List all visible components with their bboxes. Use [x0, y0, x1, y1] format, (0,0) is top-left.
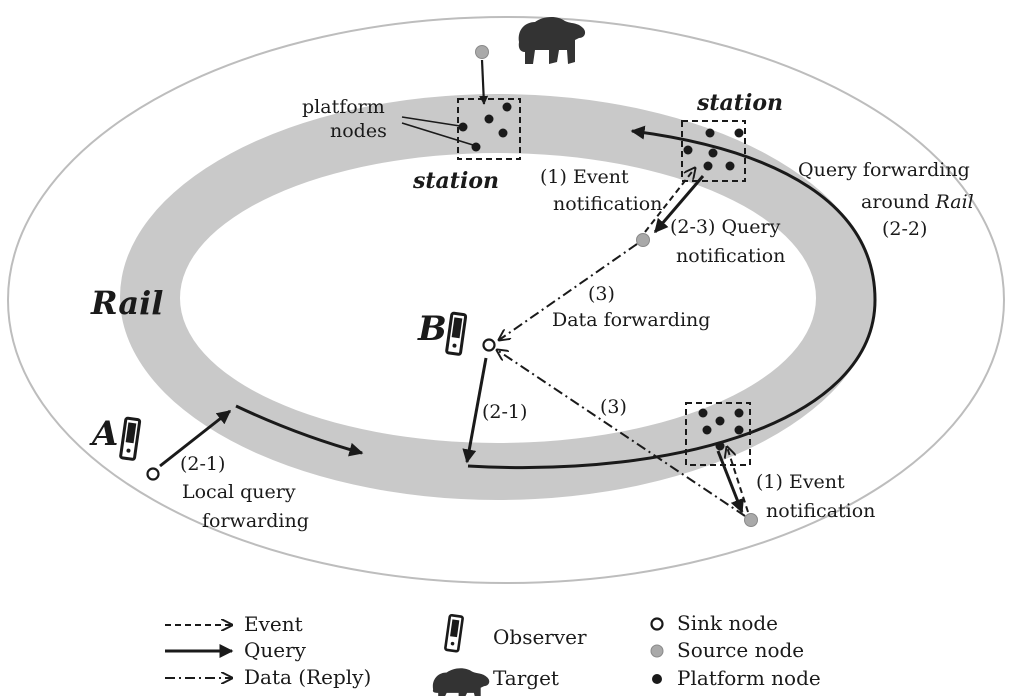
platform-nodes-label-line1: platform — [302, 96, 385, 118]
legend-event-label: Event — [244, 612, 303, 636]
bear-target-icon — [518, 16, 586, 64]
station-top-right — [681, 120, 746, 182]
event-notification-bottom-line2: notification — [766, 500, 875, 522]
legend-sink-node-icon — [650, 617, 664, 631]
query-forwarding-label-line2: around Rail — [861, 191, 974, 213]
event-notification-top-line1: (1) Event — [540, 166, 629, 188]
local-query-arrow-along-rail — [235, 404, 364, 457]
observer-a-label: A — [89, 414, 118, 454]
query-arrow-b — [462, 357, 488, 464]
local-query-label-line2: Local query — [182, 481, 296, 503]
legend-target-bear-icon — [432, 668, 490, 696]
rail-band — [120, 94, 876, 500]
b-data-label: (3) — [600, 396, 627, 418]
sink-node-a — [146, 467, 160, 481]
legend-observer-phone-icon — [444, 613, 464, 653]
data-forwarding-label-line1: (3) — [588, 283, 615, 305]
legend-platform-node-icon — [652, 674, 662, 684]
source-node-bottom — [744, 513, 758, 527]
query-notification-arrow-bottom — [716, 450, 744, 514]
legend-target-label: Target — [493, 666, 559, 690]
query-forwarding-label-line1: Query forwarding — [798, 159, 970, 181]
platform-nodes-label-line2: nodes — [330, 120, 387, 142]
station-label-top-left: station — [412, 168, 499, 194]
legend-platform-label: Platform node — [677, 666, 821, 690]
legend: Event Query Data (Reply) Observer Target… — [165, 611, 821, 696]
local-query-label-line1: (2-1) — [180, 453, 225, 475]
legend-sink-label: Sink node — [677, 611, 778, 635]
platform-pointer-2 — [401, 122, 474, 146]
rail-label: Rail — [90, 284, 163, 322]
query-notification-line1: (2-3) Query — [670, 216, 781, 238]
event-notification-top-line2: notification — [553, 193, 662, 215]
observer-a-phone-icon — [119, 416, 142, 461]
source-node-middle — [636, 233, 650, 247]
station-label-top-right: station — [696, 90, 783, 116]
data-forwarding-label-line2: Data forwarding — [552, 309, 710, 331]
platform-nodes-bottom-right — [698, 408, 744, 451]
station-top-left — [457, 98, 521, 160]
event-arrow-middle — [644, 168, 695, 233]
legend-source-node-icon — [650, 644, 664, 658]
query-arrow-around-rail — [467, 125, 877, 470]
event-arrow-top — [479, 59, 489, 105]
legend-source-label: Source node — [677, 638, 804, 662]
data-forwarding-arrow-top — [499, 243, 638, 340]
observer-b-label: B — [417, 309, 447, 349]
platform-nodes-top-right — [683, 128, 744, 171]
event-notification-bottom-line1: (1) Event — [756, 471, 845, 493]
sink-node-b — [482, 338, 496, 352]
platform-nodes-top-left — [458, 102, 512, 152]
query-notification-line2: notification — [676, 245, 785, 267]
legend-query-label: Query — [244, 638, 307, 662]
legend-observer-label: Observer — [493, 625, 587, 649]
field-boundary — [7, 16, 1005, 584]
data-forwarding-arrow-bottom — [497, 350, 746, 517]
local-query-label-line3: forwarding — [202, 510, 309, 532]
source-node-top — [475, 45, 489, 59]
observer-b-phone-icon — [445, 311, 468, 356]
local-query-arrow-a — [159, 409, 232, 468]
legend-data-label: Data (Reply) — [244, 665, 371, 689]
b-query-label: (2-1) — [482, 401, 527, 423]
query-notification-arrow — [653, 175, 705, 234]
event-arrow-bottom — [727, 447, 749, 513]
station-bottom-right — [685, 402, 751, 466]
query-forwarding-label-line3: (2-2) — [882, 218, 927, 240]
platform-pointer-1 — [401, 116, 461, 127]
